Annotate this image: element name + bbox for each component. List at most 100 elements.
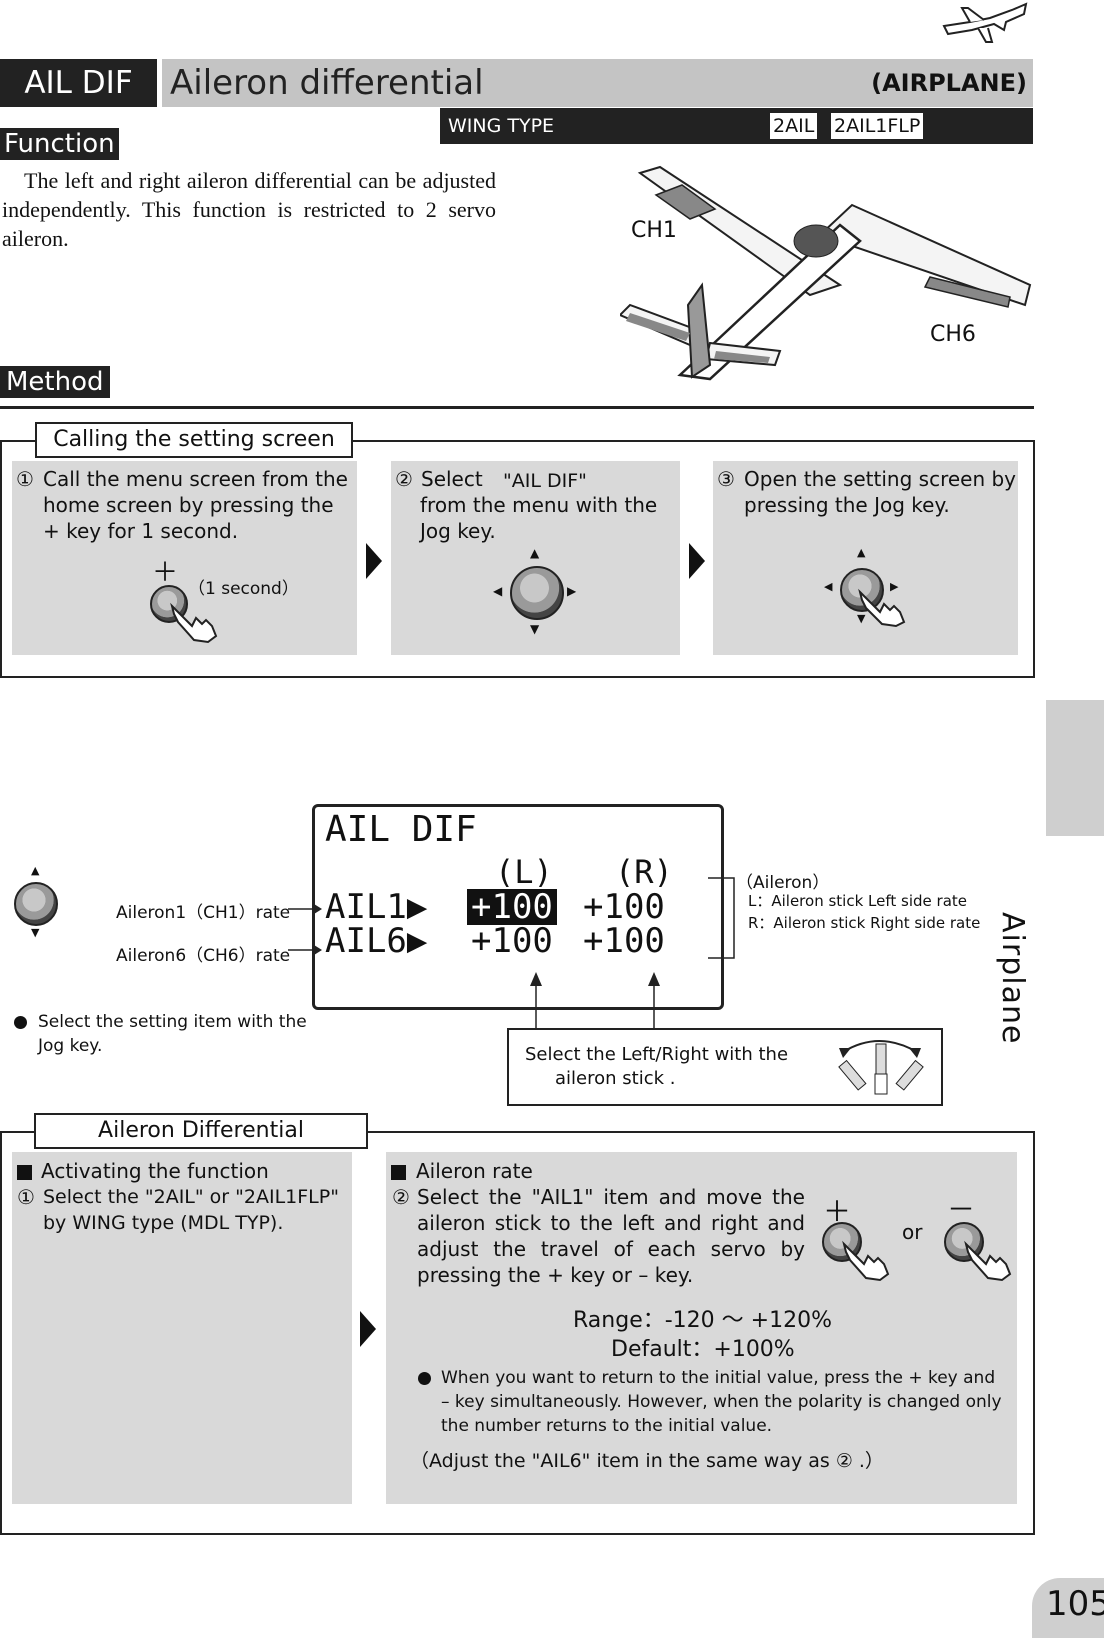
rate-panel [386, 1152, 1017, 1504]
calling-box [0, 440, 1035, 678]
category-label: (AIRPLANE) [871, 69, 1027, 97]
jog-left-arrow-icon: ◀ [824, 580, 833, 593]
lcd-screen: AIL DIF (L) (R) AIL1▶ +100 +100 AIL6▶ +1… [312, 804, 724, 1010]
jog-key-icon [14, 882, 58, 926]
stick-note-b: aileron stick . [555, 1068, 676, 1089]
bullet-icon [418, 1372, 431, 1385]
diff-box [0, 1131, 1035, 1535]
method-heading: Method [0, 366, 110, 398]
method-rule [0, 406, 1034, 409]
arrow-right-icon [366, 543, 382, 579]
jog-up-arrow-icon: ▲ [530, 546, 540, 560]
ail6-rate-annotation: Aileron6（CH6）rate [116, 946, 291, 966]
step-2-text-c: from the menu with the Jog key. [420, 493, 658, 543]
step-1-num: ① [16, 467, 34, 491]
arrow-right-icon [689, 543, 705, 579]
plus-sign: ＋ [152, 558, 179, 588]
lcd-row-ail1-label: AIL1▶ [325, 887, 428, 927]
title-bar: Aileron differential (AIRPLANE) [162, 59, 1033, 107]
adjust-note: （Adjust the "AIL6" item in the same way … [410, 1450, 884, 1472]
lcd-row-ail1-r[interactable]: +100 [583, 887, 665, 927]
lcd-row-ail1-l[interactable]: +100 [467, 889, 557, 925]
hand-pointer-icon [964, 1240, 1012, 1282]
rate-heading: Aileron rate [416, 1159, 533, 1183]
jog-right-arrow-icon: ▶ [890, 580, 899, 593]
up-arrows [530, 972, 660, 1028]
lcd-row-ail6-label: AIL6▶ [325, 921, 428, 961]
function-code-badge: AIL DIF [0, 59, 157, 107]
step-2-num: ② [395, 467, 413, 491]
lcd-col-l: (L) [495, 853, 553, 891]
minus-key-button[interactable] [944, 1222, 984, 1262]
rate-num: ② [392, 1185, 410, 1209]
activating-panel [12, 1152, 352, 1504]
minus-sign: － [947, 1193, 976, 1226]
ch6-label: CH6 [930, 322, 976, 347]
wing-type-2ail1flp: 2AIL1FLP [831, 113, 924, 139]
range-text: Range：-120 ～ +120% [573, 1308, 832, 1333]
step-1-text: Call the menu screen from the home scree… [43, 467, 348, 543]
select-item-note: Select the setting item with the Jog key… [38, 1012, 307, 1056]
hand-pointer-icon [842, 1240, 890, 1282]
lcd-row-ail6-l[interactable]: +100 [471, 921, 553, 961]
wing-type-bar: WING TYPE 2AIL 2AIL1FLP [440, 108, 1033, 144]
bullet-icon [14, 1016, 27, 1029]
jog-press-button[interactable] [840, 568, 884, 612]
lcd-row-ail6-r[interactable]: +100 [583, 921, 665, 961]
jog-up-arrow-icon: ▲ [31, 864, 40, 877]
or-label: or [902, 1220, 923, 1244]
calling-title: Calling the setting screen [35, 422, 353, 458]
reset-note: When you want to return to the initial v… [441, 1368, 1002, 1436]
jog-right-arrow-icon: ▶ [567, 584, 577, 598]
jog-down-arrow-icon: ▼ [31, 926, 40, 939]
step-2-text-b: "AIL DIF" [503, 470, 587, 492]
hand-pointer-icon [170, 602, 218, 644]
aileron-stick-icon [838, 1040, 924, 1095]
jog-key-icon [840, 568, 884, 612]
jog-down-arrow-icon: ▼ [530, 622, 540, 636]
annotation-arrows [288, 904, 322, 955]
left-rate-desc: L：Aileron stick Left side rate [748, 892, 967, 910]
jog-key-icon [510, 566, 564, 620]
airplane-icon [942, 2, 1028, 43]
arrow-right-icon [360, 1311, 376, 1347]
activating-num: ① [17, 1185, 35, 1209]
diff-title: Aileron Differential [34, 1113, 368, 1149]
wing-type-2ail: 2AIL [770, 113, 818, 139]
default-text: Default：+100% [611, 1337, 795, 1362]
rate-text: Select the "AIL1" item and move the aile… [417, 1185, 805, 1287]
side-tab [1046, 700, 1104, 836]
step-2-text-a: Select [421, 467, 483, 491]
jog-down-arrow-icon: ▼ [857, 612, 866, 625]
one-second-label: （1 second） [188, 579, 299, 599]
lcd-title: AIL DIF [325, 809, 477, 850]
airplane-illustration [620, 165, 1032, 381]
page-number: 105 [1046, 1584, 1104, 1624]
stick-note-box: Select the Left/Right with the aileron s… [507, 1028, 943, 1106]
jog-key-button[interactable] [510, 566, 564, 620]
function-heading: Function [0, 128, 119, 160]
square-bullet-icon [17, 1165, 32, 1180]
step-3-panel [713, 461, 1018, 655]
stick-note-a: Select the Left/Right with the [525, 1044, 789, 1065]
lcd-col-r: (R) [615, 853, 673, 891]
right-rate-desc: R：Aileron stick Right side rate [748, 914, 981, 932]
aileron-bracket [708, 877, 735, 959]
ail1-rate-annotation: Aileron1（CH1）rate [116, 903, 291, 923]
function-description: The left and right aileron differential … [2, 168, 496, 251]
page-title: Aileron differential [170, 63, 484, 103]
jog-up-arrow-icon: ▲ [857, 546, 866, 559]
jog-select-button[interactable] [14, 882, 58, 926]
step-3-text: Open the setting screen by pressing the … [744, 467, 1017, 517]
aileron-annotation-title: （Aileron） [736, 873, 830, 893]
jog-left-arrow-icon: ◀ [493, 584, 503, 598]
step-3-num: ③ [717, 467, 735, 491]
minus-key-icon [944, 1222, 984, 1262]
hand-pointer-icon [858, 588, 906, 628]
activating-text: Select the "2AIL" or "2AIL1FLP" by WING … [43, 1186, 339, 1234]
ch1-label: CH1 [631, 218, 677, 243]
plus-key-icon [150, 585, 188, 623]
square-bullet-icon [391, 1165, 406, 1180]
activating-heading: Activating the function [41, 1159, 269, 1183]
plus-key-button[interactable] [150, 585, 188, 623]
